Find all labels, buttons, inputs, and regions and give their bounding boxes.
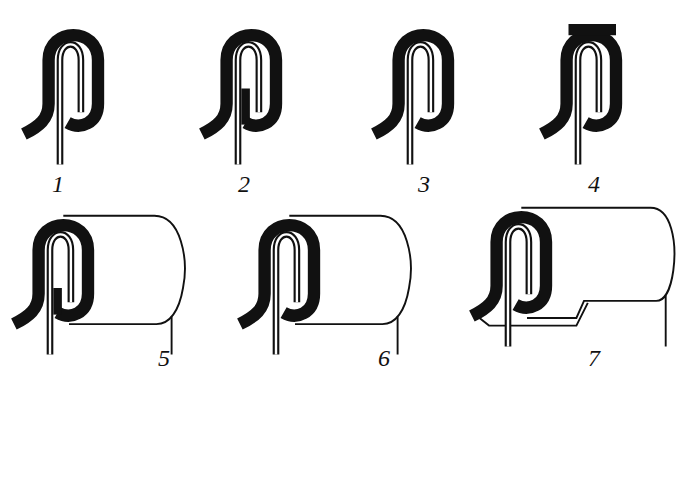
fold-figure <box>240 216 411 355</box>
callout-number: 5 <box>158 346 170 370</box>
fold-figure <box>472 208 674 347</box>
fold-figure <box>374 35 448 164</box>
callout-number: 1 <box>52 172 64 196</box>
callout-number: 4 <box>588 172 600 196</box>
fold-figure <box>24 35 98 164</box>
callout-number: 2 <box>238 172 250 196</box>
fold-figure <box>542 30 616 165</box>
callout-number: 3 <box>418 172 430 196</box>
fold-figure <box>202 35 276 164</box>
fold-figure <box>14 216 185 355</box>
callout-number: 7 <box>588 346 600 370</box>
callout-number: 6 <box>378 346 390 370</box>
